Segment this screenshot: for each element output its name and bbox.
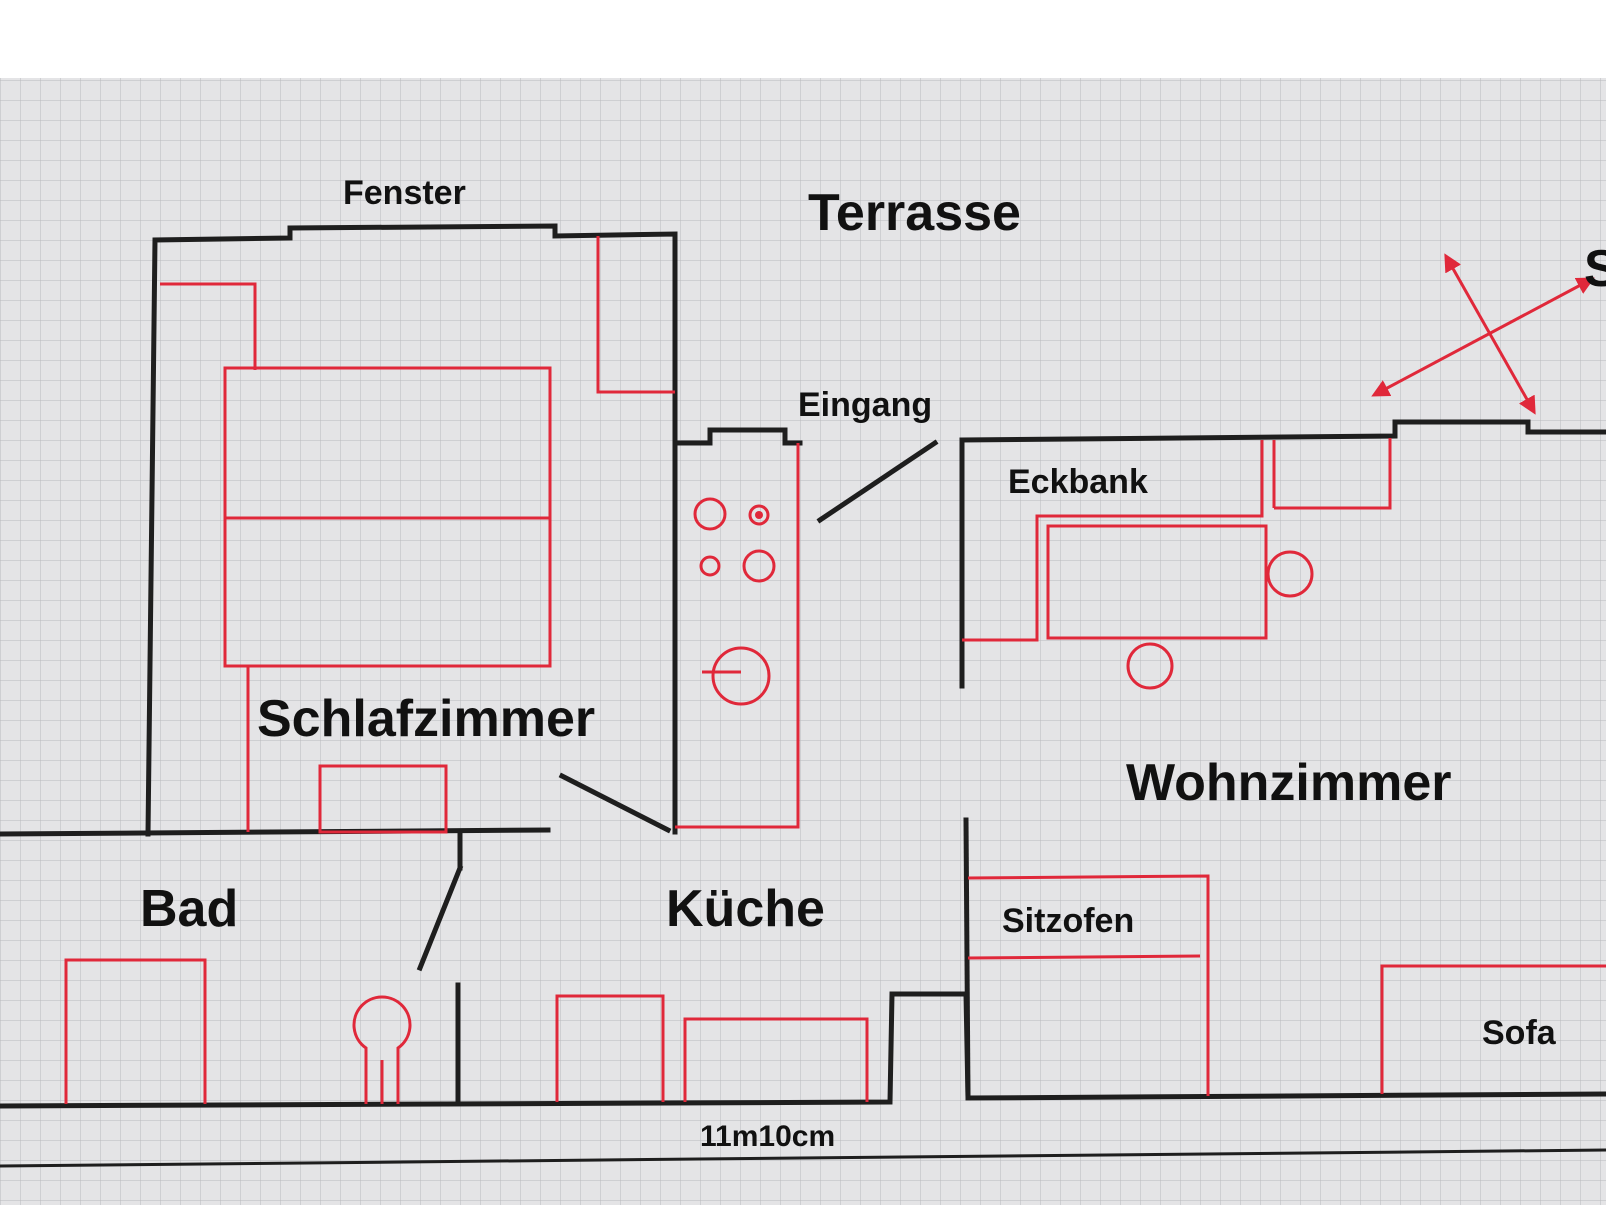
side-board xyxy=(1274,438,1392,510)
bedroom-door xyxy=(558,772,672,834)
bottom-wall xyxy=(0,991,1606,1109)
labels: Terrasse Fenster Eingang Schlafzimmer Ec… xyxy=(140,174,1606,1153)
kitchen-top-wall xyxy=(672,427,803,446)
label-terrasse: Terrasse xyxy=(808,184,1021,242)
label-eckbank: Eckbank xyxy=(1008,463,1148,501)
label-schlafzimmer: Schlafzimmer xyxy=(257,690,595,748)
bedroom-wall-top xyxy=(145,223,678,837)
label-sofa: Sofa xyxy=(1482,1014,1557,1052)
label-compass-letter: S xyxy=(1584,240,1606,298)
label-bad: Bad xyxy=(140,880,238,938)
kitchen-sink xyxy=(711,646,771,706)
sitzofen-outline xyxy=(967,874,1210,1096)
sitzofen-divider xyxy=(967,954,1201,960)
toilet xyxy=(352,995,412,1104)
stove-burner-1 xyxy=(693,497,727,531)
chair-right xyxy=(1266,550,1314,598)
kitchen-unit-left xyxy=(555,994,665,1102)
walls xyxy=(0,223,1606,1168)
bedside-left xyxy=(160,282,257,370)
label-dimension: 11m10cm xyxy=(700,1120,835,1153)
compass-arrow-ew xyxy=(1371,277,1595,397)
bathtub xyxy=(64,958,207,1104)
label-kueche: Küche xyxy=(666,880,825,938)
stove-burner-3 xyxy=(699,555,721,577)
chair-bottom xyxy=(1126,642,1174,690)
kitchen-unit-right xyxy=(683,1017,869,1102)
kitchen-counter xyxy=(675,443,800,829)
bathroom-door xyxy=(416,864,464,972)
sofa-outline xyxy=(1380,964,1606,1094)
stove-burner-2-core xyxy=(755,511,763,519)
label-sitzofen: Sitzofen xyxy=(1002,902,1134,940)
corner-bench xyxy=(962,440,1264,642)
label-fenster: Fenster xyxy=(343,174,466,212)
living-top-wall xyxy=(959,419,1606,443)
dining-table xyxy=(1046,524,1268,640)
entrance-door xyxy=(816,439,939,524)
wardrobe xyxy=(596,236,675,394)
furniture xyxy=(64,236,1606,1104)
label-eingang: Eingang xyxy=(798,386,932,424)
bedroom-bath-wall xyxy=(0,827,551,837)
stove-burner-2 xyxy=(748,504,770,526)
label-wohnzimmer: Wohnzimmer xyxy=(1126,754,1452,812)
dimension-line xyxy=(0,1148,1606,1168)
stove-burner-4 xyxy=(742,549,776,583)
bedroom-cabinet xyxy=(318,764,448,834)
graph-paper-grid xyxy=(0,78,1606,1205)
